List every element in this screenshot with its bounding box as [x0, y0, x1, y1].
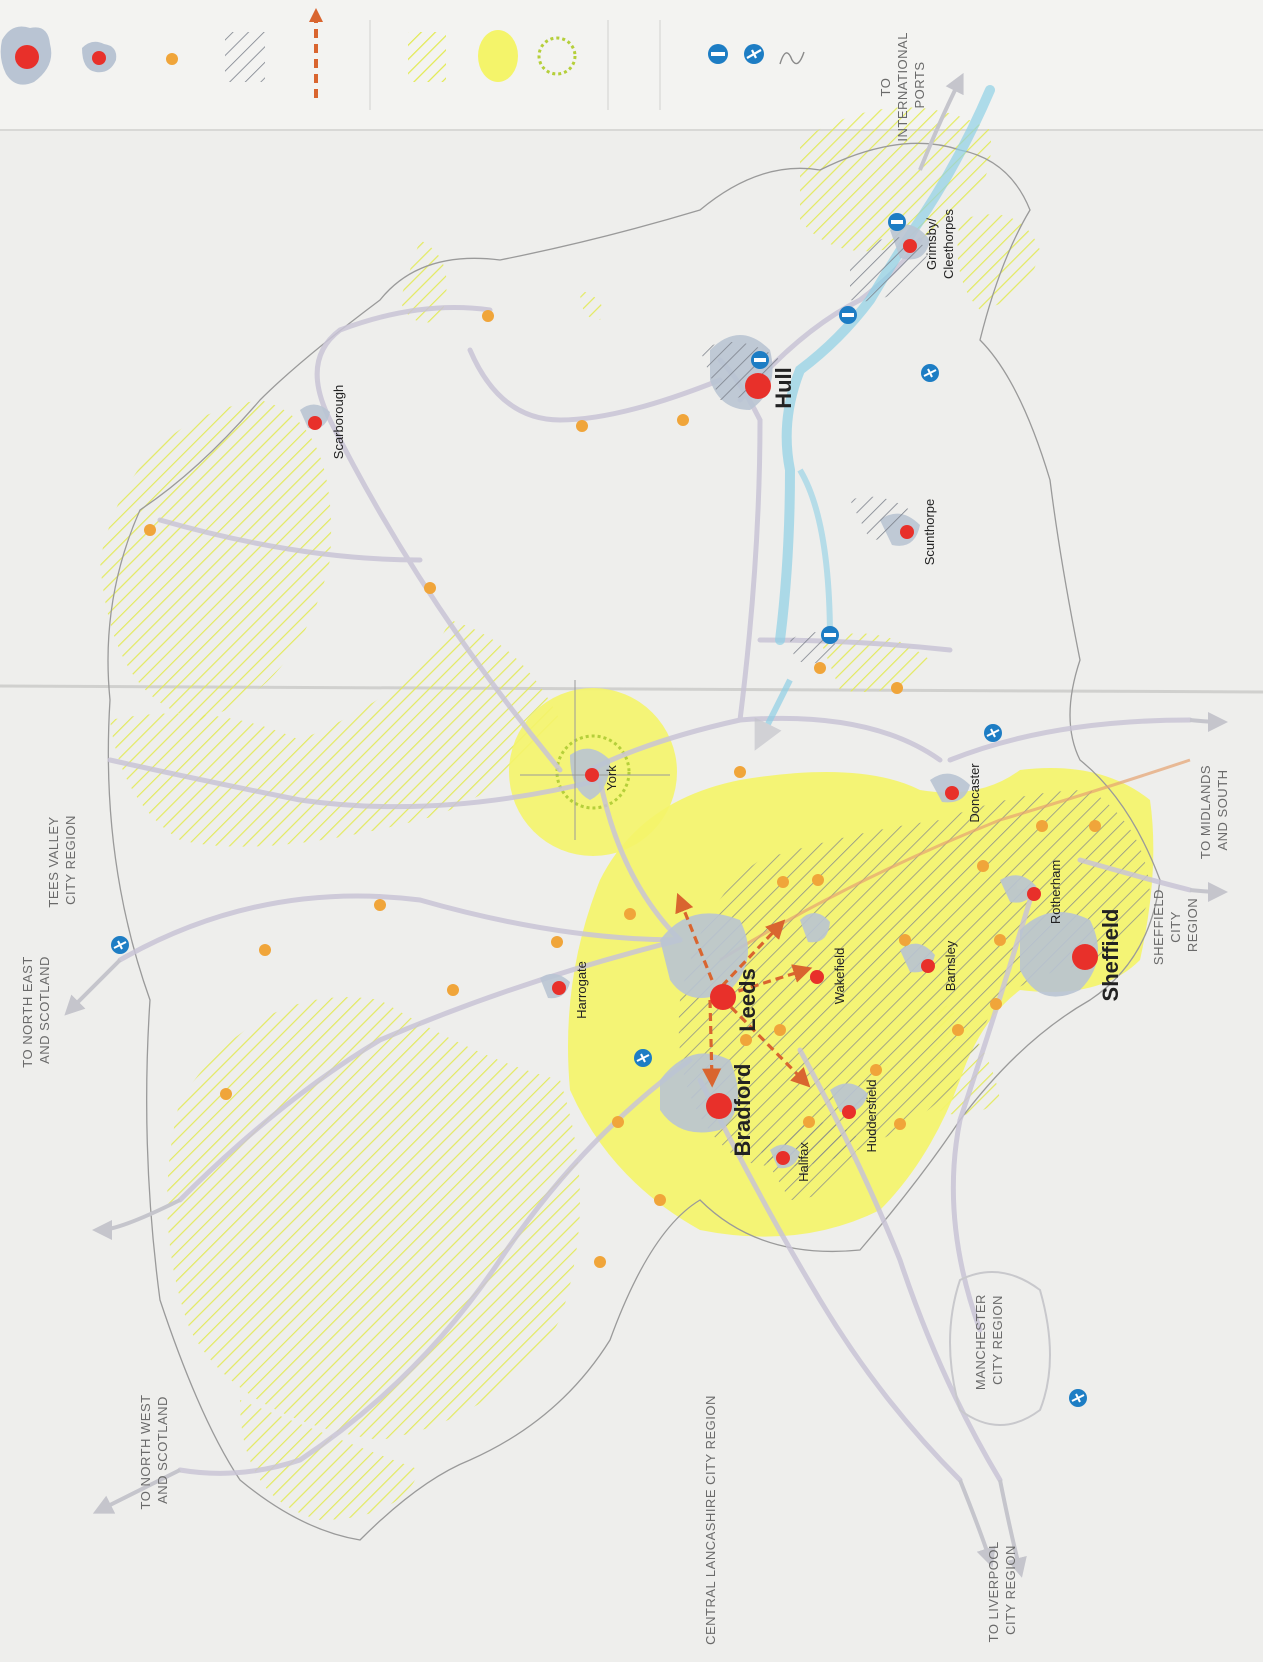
label-manchester: MANCHESTER CITY REGION [973, 1290, 1005, 1390]
label-halifax: Halifax [796, 1142, 811, 1182]
label-sheffield-region: SHEFFIELD CITY REGION [1151, 885, 1200, 965]
airport-icon [744, 44, 764, 64]
wakefield-dot [810, 970, 824, 984]
doncaster-dot [945, 786, 959, 800]
legend [0, 0, 1263, 131]
label-north-east: TO NORTH EAST AND SCOTLAND [20, 952, 52, 1067]
bradford-dot [706, 1093, 732, 1119]
hatch-grey-icon [225, 32, 265, 82]
label-hull: Hull [771, 367, 796, 409]
city-dots [308, 239, 1098, 1165]
dotted-circle-icon [537, 36, 577, 76]
label-leeds: Leeds [735, 968, 760, 1032]
hatch-yellow-icon [408, 32, 446, 82]
port-icon [708, 44, 728, 64]
manchester-outline [949, 1271, 1051, 1426]
rotherham-dot [1027, 887, 1041, 901]
scunthorpe-dot [900, 525, 914, 539]
label-north-west: TO NORTH WEST AND SCOTLAND [138, 1391, 170, 1510]
label-tees-valley: TEES VALLEY CITY REGION [46, 812, 78, 907]
label-scarborough: Scarborough [331, 385, 346, 459]
countryside-zones [100, 107, 1040, 1520]
york-dot [585, 768, 599, 782]
external-labels: TO NORTH EAST AND SCOTLAND TEES VALLEY C… [20, 28, 1230, 1645]
external-arrows [64, 72, 1228, 1578]
corridor-south [760, 1122, 860, 1200]
region-boundary [107, 142, 1161, 1541]
growth-zone-icon [478, 30, 518, 82]
port-hatches [700, 237, 930, 664]
port-icons [751, 213, 906, 644]
barnsley-dot [921, 959, 935, 973]
harrogate-dot [552, 981, 566, 995]
major-city-icon [0, 26, 52, 85]
estuary [775, 85, 995, 645]
city-icon [82, 41, 117, 73]
label-harrogate: Harrogate [574, 961, 589, 1019]
label-wakefield: Wakefield [832, 948, 847, 1005]
leeds-dot [710, 984, 736, 1010]
arrow-dashed-icon [309, 8, 323, 98]
airport-icons [111, 364, 1087, 1407]
label-rotherham: Rotherham [1048, 860, 1063, 924]
boundary-icon [779, 51, 805, 65]
label-sheffield: Sheffield [1098, 909, 1123, 1002]
halifax-dot [776, 1151, 790, 1165]
label-grimsby: Grimsby/ [924, 218, 939, 270]
label-liverpool: TO LIVERPOOL CITY REGION [986, 1538, 1018, 1643]
hull-dot [745, 373, 771, 399]
huddersfield-dot [842, 1105, 856, 1119]
sheffield-dot [1072, 944, 1098, 970]
town-dots [144, 310, 1101, 1268]
town-icon [166, 53, 178, 65]
trans-pennine-route [719, 758, 1191, 962]
label-barnsley: Barnsley [943, 940, 958, 991]
label-central-lancashire: CENTRAL LANCASHIRE CITY REGION [703, 1395, 718, 1645]
growth-arrows [675, 892, 813, 1088]
city-labels: Leeds Bradford Sheffield Hull York Harro… [331, 208, 1123, 1181]
label-york: York [604, 765, 619, 791]
label-scunthorpe: Scunthorpe [922, 499, 937, 566]
label-cleethorpes: Cleethorpes [941, 208, 956, 279]
scarborough-dot [308, 416, 322, 430]
label-bradford: Bradford [730, 1064, 755, 1157]
label-doncaster: Doncaster [967, 763, 982, 823]
label-midlands: TO MIDLANDS AND SOUTH [1198, 761, 1230, 859]
label-huddersfield: Huddersfield [864, 1080, 879, 1153]
york-dotted-ring [555, 734, 631, 810]
grimsby-dot [903, 239, 917, 253]
label-ports: TO INTERNATIONAL PORTS [878, 28, 927, 141]
